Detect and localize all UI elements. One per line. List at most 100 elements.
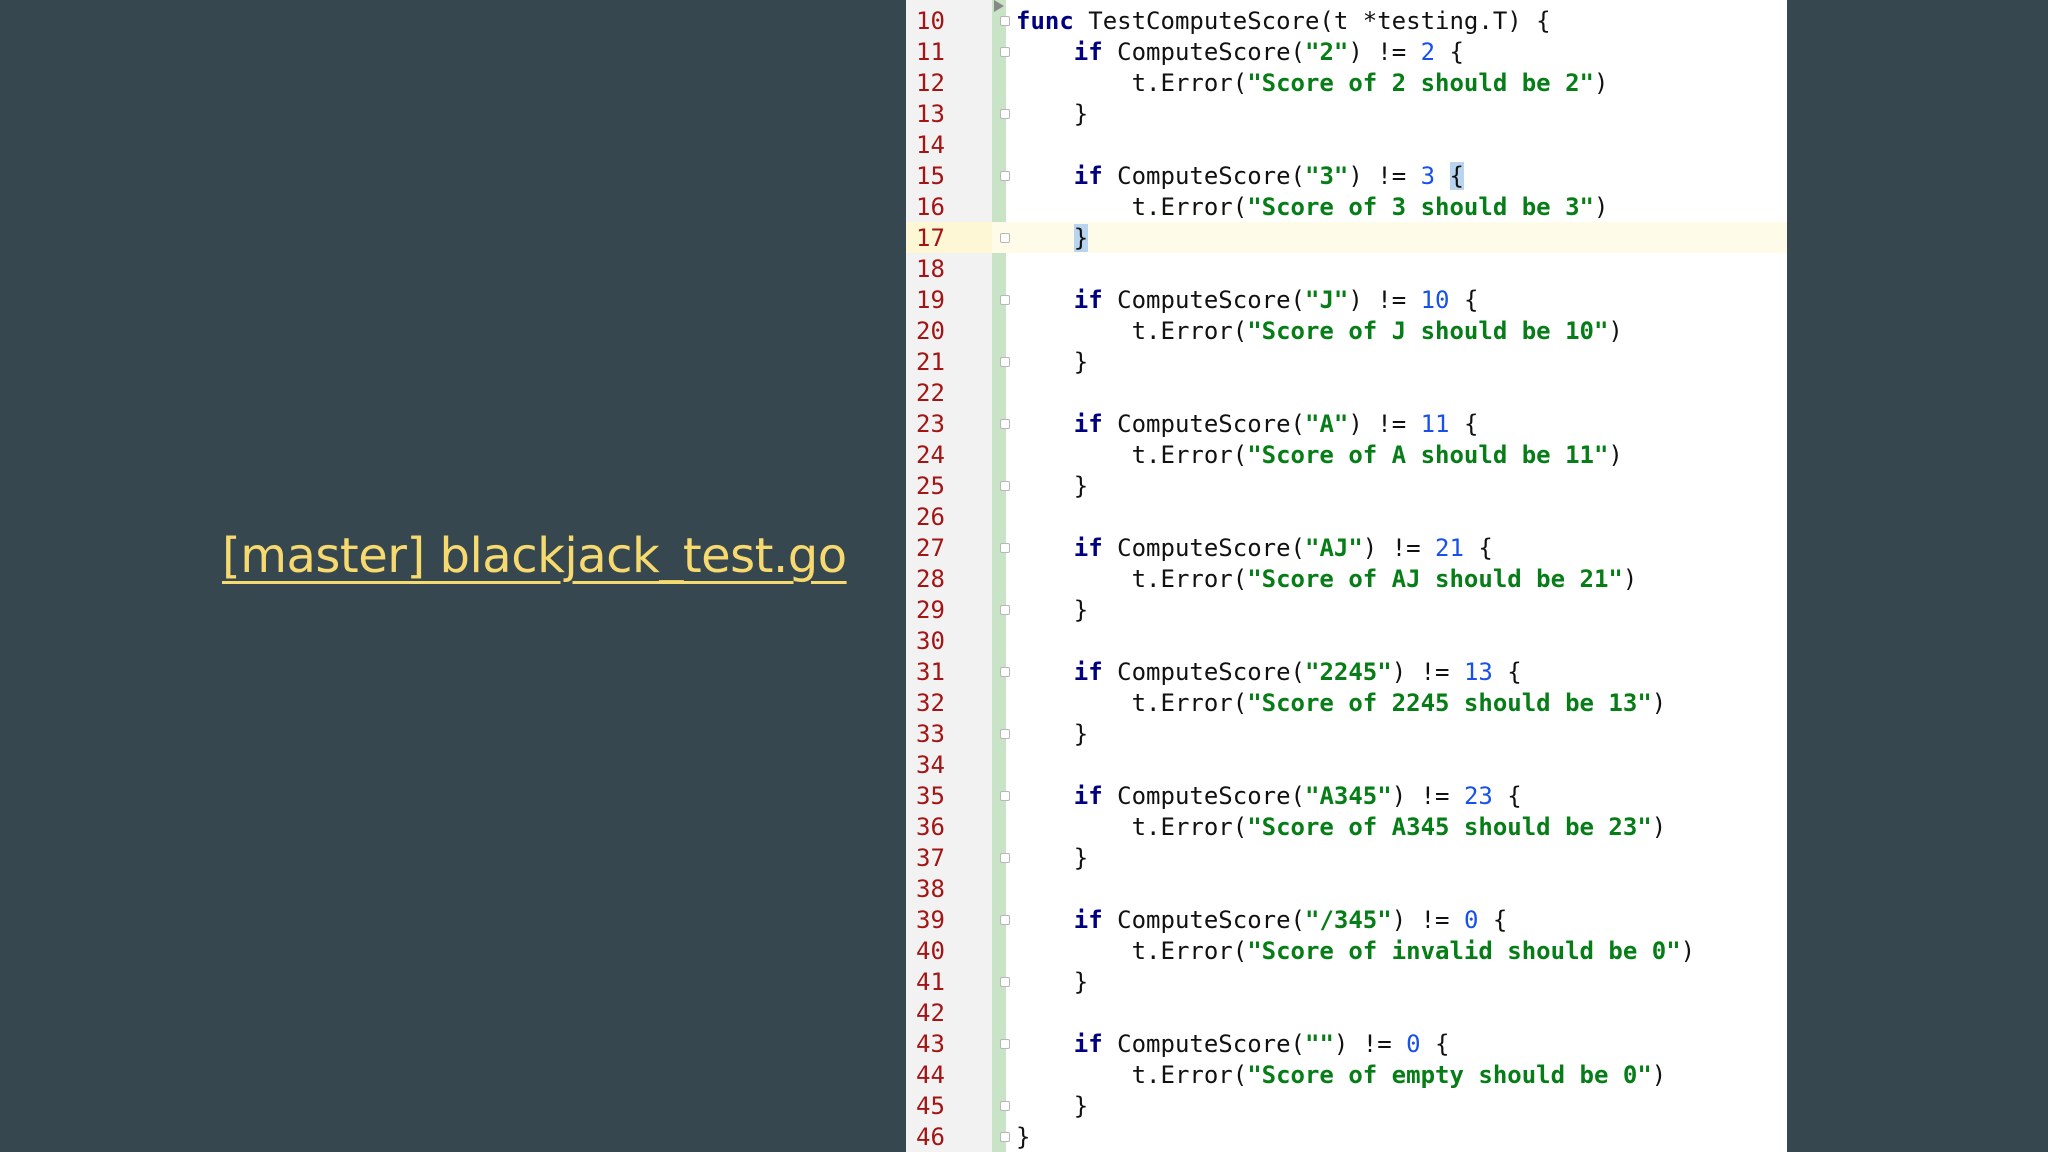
fold-toggle-icon[interactable] [1000, 1101, 1010, 1111]
code-line[interactable]: 41 } [906, 967, 1787, 998]
fold-toggle-icon[interactable] [1000, 357, 1010, 367]
code-line[interactable]: 19 if ComputeScore("J") != 10 { [906, 285, 1787, 316]
line-number: 44 [916, 1061, 945, 1089]
code-token: ComputeScore( [1102, 906, 1305, 934]
code-token: ) [1651, 689, 1667, 717]
code-token: if [1073, 782, 1103, 810]
fold-toggle-icon[interactable] [1000, 47, 1010, 57]
fold-toggle-icon[interactable] [1000, 16, 1010, 26]
code-line[interactable]: 36 t.Error("Score of A345 should be 23") [906, 812, 1787, 843]
code-token: ) [1651, 1061, 1667, 1089]
code-token: ) [1593, 69, 1609, 97]
code-text: } [1016, 223, 1089, 254]
code-line[interactable]: 13 } [906, 99, 1787, 130]
code-line[interactable]: 43 if ComputeScore("") != 0 { [906, 1029, 1787, 1060]
fold-toggle-icon[interactable] [1000, 419, 1010, 429]
code-line[interactable]: 27 if ComputeScore("AJ") != 21 { [906, 533, 1787, 564]
code-token: { [1449, 286, 1479, 314]
code-token: 2 [1420, 38, 1436, 66]
code-text: if ComputeScore("2") != 2 { [1016, 37, 1464, 68]
code-line[interactable]: 21 } [906, 347, 1787, 378]
code-token: ) != [1391, 782, 1464, 810]
code-line[interactable]: 23 if ComputeScore("A") != 11 { [906, 409, 1787, 440]
code-line[interactable]: 26 [906, 502, 1787, 533]
code-token: if [1073, 162, 1103, 190]
fold-toggle-icon[interactable] [1000, 667, 1010, 677]
code-text: if ComputeScore("") != 0 { [1016, 1029, 1450, 1060]
run-test-icon[interactable] [994, 0, 1004, 12]
fold-toggle-icon[interactable] [1000, 295, 1010, 305]
code-line[interactable]: 15 if ComputeScore("3") != 3 { [906, 161, 1787, 192]
code-token [1016, 410, 1074, 438]
code-line[interactable]: 11 if ComputeScore("2") != 2 { [906, 37, 1787, 68]
code-line[interactable]: 37 } [906, 843, 1787, 874]
code-line[interactable]: 16 t.Error("Score of 3 should be 3") [906, 192, 1787, 223]
code-text: t.Error("Score of 2 should be 2") [1016, 68, 1609, 99]
code-line[interactable]: 38 [906, 874, 1787, 905]
fold-toggle-icon[interactable] [1000, 977, 1010, 987]
fold-toggle-icon[interactable] [1000, 729, 1010, 739]
slide-title[interactable]: [master] blackjack_test.go [222, 528, 847, 584]
fold-toggle-icon[interactable] [1000, 1039, 1010, 1049]
code-token: } [1016, 1092, 1089, 1120]
code-line[interactable]: 46} [906, 1122, 1787, 1152]
code-line[interactable]: 14 [906, 130, 1787, 161]
code-token: } [1016, 844, 1089, 872]
line-number: 31 [916, 658, 945, 686]
line-number: 13 [916, 100, 945, 128]
code-line[interactable]: 20 t.Error("Score of J should be 10") [906, 316, 1787, 347]
code-token: t.Error( [1016, 441, 1248, 469]
fold-toggle-icon[interactable] [1000, 171, 1010, 181]
code-line[interactable]: 33 } [906, 719, 1787, 750]
code-line[interactable]: 18 [906, 254, 1787, 285]
code-token: ) != [1348, 162, 1421, 190]
code-token: { [1463, 534, 1493, 562]
code-token: { [1492, 658, 1522, 686]
fold-toggle-icon[interactable] [1000, 481, 1010, 491]
code-line[interactable]: 42 [906, 998, 1787, 1029]
code-token: ) != [1391, 658, 1464, 686]
code-line[interactable]: 39 if ComputeScore("/345") != 0 { [906, 905, 1787, 936]
code-token: ComputeScore( [1102, 658, 1305, 686]
fold-toggle-icon[interactable] [1000, 605, 1010, 615]
code-line[interactable]: 35 if ComputeScore("A345") != 23 { [906, 781, 1787, 812]
code-line[interactable]: 22 [906, 378, 1787, 409]
code-token: ComputeScore( [1102, 1030, 1305, 1058]
line-number: 24 [916, 441, 945, 469]
code-token [1016, 286, 1074, 314]
fold-toggle-icon[interactable] [1000, 543, 1010, 553]
code-token: if [1073, 534, 1103, 562]
fold-toggle-icon[interactable] [1000, 791, 1010, 801]
code-line[interactable]: 28 t.Error("Score of AJ should be 21") [906, 564, 1787, 595]
code-line[interactable]: 25 } [906, 471, 1787, 502]
code-line[interactable]: 30 [906, 626, 1787, 657]
line-number: 14 [916, 131, 945, 159]
code-line[interactable]: 17 } [906, 223, 1787, 254]
code-token: t.Error( [1016, 565, 1248, 593]
code-token: "AJ" [1305, 534, 1363, 562]
line-number: 16 [916, 193, 945, 221]
code-line[interactable]: 32 t.Error("Score of 2245 should be 13") [906, 688, 1787, 719]
code-line[interactable]: 44 t.Error("Score of empty should be 0") [906, 1060, 1787, 1091]
code-line[interactable]: 31 if ComputeScore("2245") != 13 { [906, 657, 1787, 688]
code-line[interactable]: 40 t.Error("Score of invalid should be 0… [906, 936, 1787, 967]
code-line[interactable]: 12 t.Error("Score of 2 should be 2") [906, 68, 1787, 99]
code-token: t.Error( [1016, 689, 1248, 717]
code-token: "Score of J should be 10" [1247, 317, 1609, 345]
code-token [1016, 224, 1074, 252]
code-line[interactable]: 45 } [906, 1091, 1787, 1122]
code-token: "Score of invalid should be 0" [1247, 937, 1681, 965]
code-line[interactable]: 34 [906, 750, 1787, 781]
fold-toggle-icon[interactable] [1000, 853, 1010, 863]
code-text: func TestComputeScore(t *testing.T) { [1016, 6, 1551, 37]
code-line[interactable]: 29 } [906, 595, 1787, 626]
fold-toggle-icon[interactable] [1000, 109, 1010, 119]
code-token: } [1016, 720, 1089, 748]
code-line[interactable]: 24 t.Error("Score of A should be 11") [906, 440, 1787, 471]
fold-toggle-icon[interactable] [1000, 233, 1010, 243]
fold-toggle-icon[interactable] [1000, 915, 1010, 925]
fold-toggle-icon[interactable] [1000, 1132, 1010, 1142]
code-token: 23 [1463, 782, 1493, 810]
